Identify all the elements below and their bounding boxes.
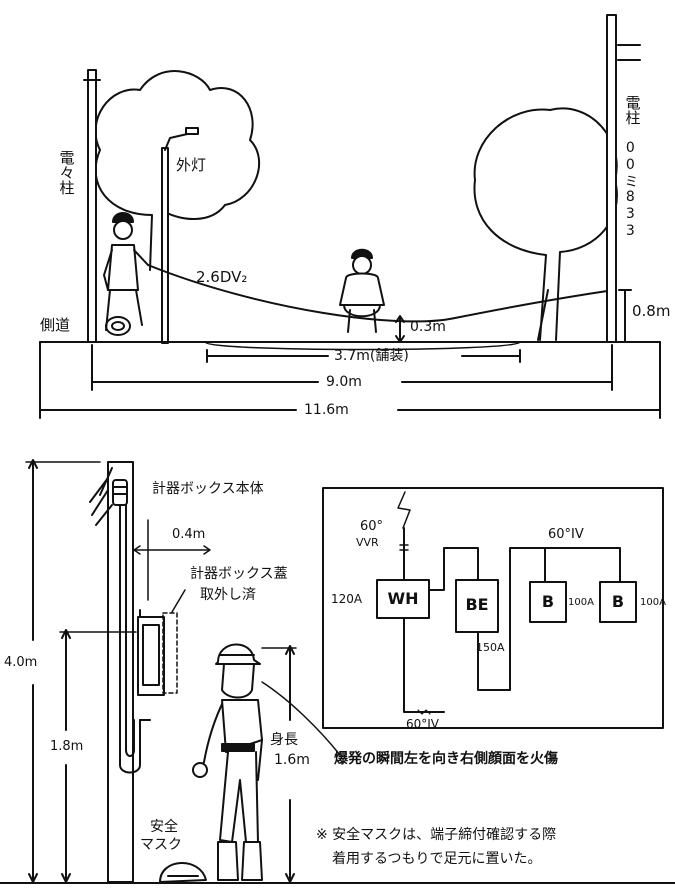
cover-label-1: 計器ボックス蓋: [190, 566, 288, 582]
road-width-label: 9.0m: [326, 374, 362, 390]
circuit-diagram-frame: [322, 487, 664, 729]
wire: [147, 264, 615, 323]
left-pole-label: 電々柱: [57, 150, 76, 195]
body-height-label: 身長: [270, 732, 298, 748]
mask-label-2: マスク: [140, 837, 182, 853]
street-light-pole: [161, 147, 169, 344]
branch-breaker-1-amp: 100A: [568, 597, 594, 608]
wh-label: WH: [387, 589, 419, 608]
wire-height-label: 0.8m: [632, 302, 671, 320]
left-worker: [103, 212, 149, 336]
be-breaker-box: [455, 579, 499, 633]
wh-meter-box: [376, 579, 430, 619]
safety-mask: [159, 862, 207, 883]
cover-label-2: 取外し済: [200, 587, 256, 603]
footnote-line-1: ※ 安全マスクは、端子締付確認する際: [316, 827, 557, 843]
standing-worker: [192, 643, 263, 881]
meter-box-cover-removed: [162, 612, 178, 694]
branch-breaker-2-amp: 100A: [640, 597, 666, 608]
sag-height-label: 0.3m: [410, 319, 446, 335]
paved-width-label: 3.7m(舗装): [334, 348, 409, 364]
branch-breaker-1-label: B: [541, 592, 555, 611]
left-tree: [94, 70, 260, 271]
branch-breaker-1: [529, 581, 567, 623]
sidewalk-label: 側道: [40, 316, 71, 334]
sitting-person: [339, 248, 385, 333]
left-utility-pole: [87, 69, 97, 343]
right-pole-label: 電柱: [623, 95, 642, 125]
wire-label: 2.6DV₂: [196, 268, 248, 286]
burn-note: 爆発の瞬間左を向き右側顔面を火傷: [334, 751, 558, 767]
right-pole-number: 00ミ833: [622, 140, 639, 240]
be-label: BE: [465, 595, 489, 614]
mask-label-1: 安全: [150, 819, 178, 835]
body-height-value: 1.6m: [274, 752, 310, 768]
pole-top-hardware: [89, 467, 128, 526]
bottom-cable-label: 60°IV: [406, 717, 440, 731]
branch-breaker-2: [599, 581, 637, 623]
pole-height-label: 4.0m: [4, 655, 38, 670]
right-utility-pole: [606, 14, 617, 343]
meter-box: [137, 616, 165, 696]
branch-breaker-2-label: B: [611, 592, 625, 611]
be-amp-label: 150A: [476, 641, 505, 654]
mid-cable-label: 60°IV: [548, 527, 584, 542]
box-height-label: 1.8m: [50, 739, 84, 754]
incoming-cable-type: VVR: [356, 536, 379, 549]
total-width-label: 11.6m: [304, 402, 349, 418]
footnote-line-2: 着用するつもりで足元に置いた。: [332, 851, 542, 867]
meter-box-label: 計器ボックス本体: [152, 481, 264, 497]
offset-label: 0.4m: [172, 527, 206, 542]
street-light-label: 外灯: [176, 156, 207, 174]
incoming-cable-size: 60°: [360, 519, 384, 534]
wh-amp-label: 120A: [331, 592, 363, 606]
